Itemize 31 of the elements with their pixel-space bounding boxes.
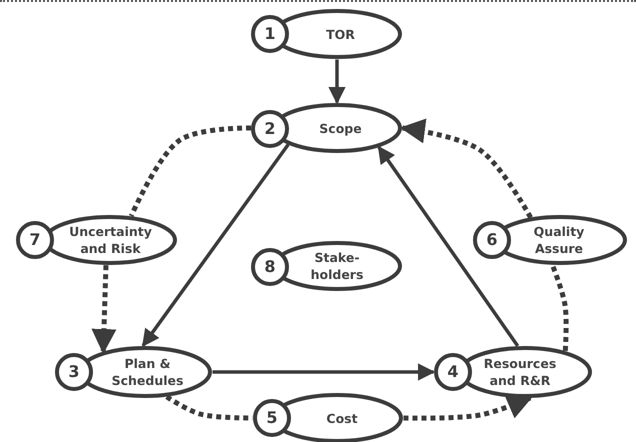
step-number: 2 xyxy=(263,119,277,139)
step-label: Plan & Schedules xyxy=(110,355,184,390)
dotted-arrow xyxy=(403,395,532,421)
dotted-arrow xyxy=(400,118,533,219)
numbered-ellipse xyxy=(16,215,177,265)
arrow xyxy=(377,146,520,347)
step-label: Scope xyxy=(318,120,363,138)
step-number: 8 xyxy=(263,257,277,277)
numbered-ellipse xyxy=(434,346,592,398)
numbered-ellipse xyxy=(251,241,402,291)
step-label: Cost xyxy=(325,410,359,428)
dotted-arrow xyxy=(91,265,116,354)
numbered-ellipse xyxy=(251,103,402,153)
step-number: 5 xyxy=(265,408,279,428)
numbered-ellipse xyxy=(251,9,402,59)
arrow xyxy=(328,60,346,104)
arrow xyxy=(142,144,290,347)
step-label: Uncertainty and Risk xyxy=(68,223,153,258)
step-number: 7 xyxy=(28,230,42,250)
numbered-ellipse xyxy=(253,393,403,442)
numbered-ellipse xyxy=(55,346,212,398)
step-label: Resources and R&R xyxy=(482,355,558,390)
step-number: 3 xyxy=(67,362,81,382)
step-number: 4 xyxy=(446,362,460,382)
arrow xyxy=(212,363,436,381)
step-number: 6 xyxy=(485,230,499,250)
numbered-ellipse xyxy=(473,215,627,265)
step-label: Stake- holders xyxy=(310,249,364,284)
step-number: 1 xyxy=(263,24,277,44)
step-label: Quality Assure xyxy=(532,223,586,258)
step-label: TOR xyxy=(325,26,356,44)
